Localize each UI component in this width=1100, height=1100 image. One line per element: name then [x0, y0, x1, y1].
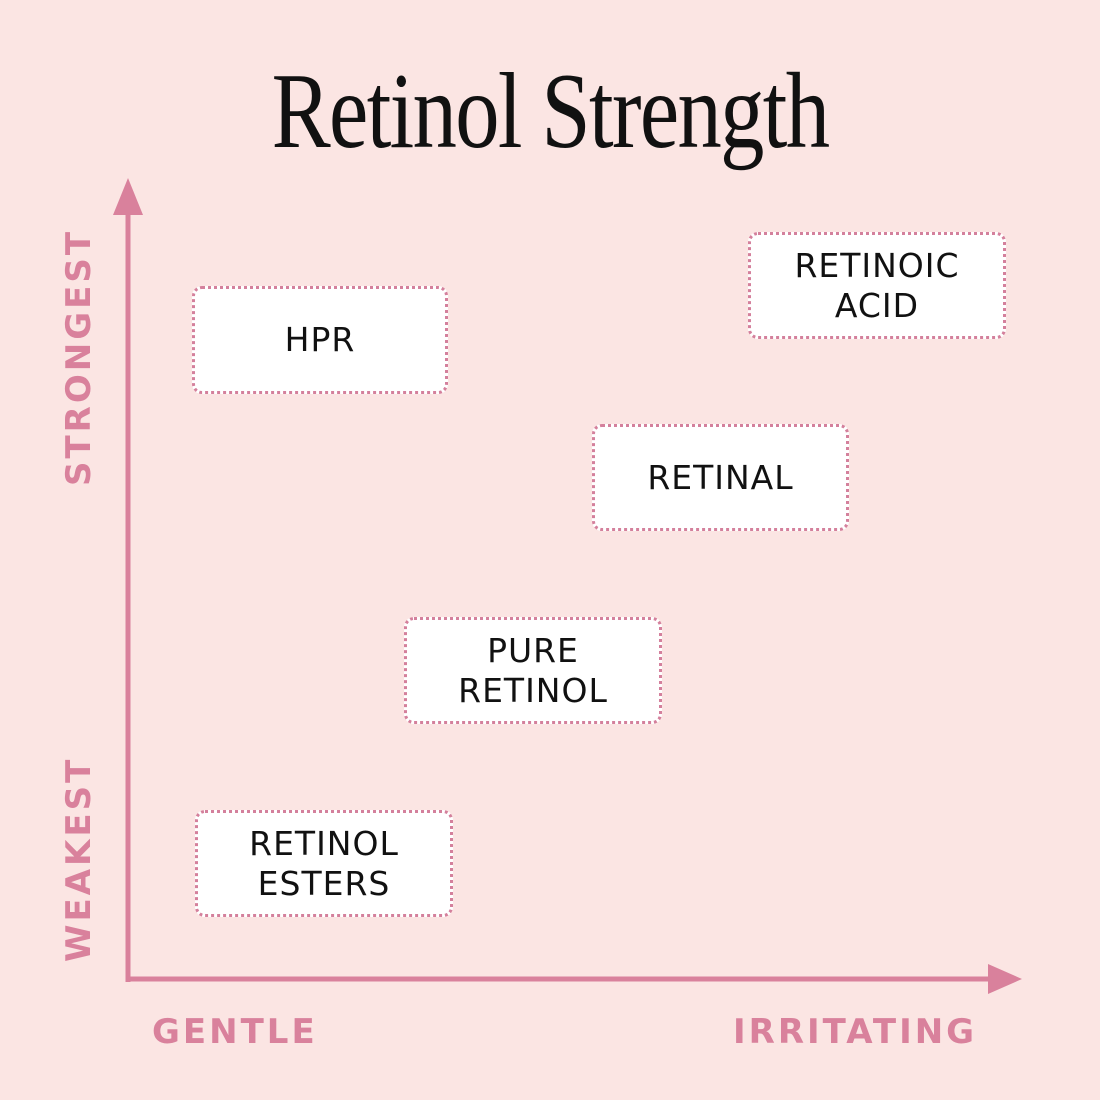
y-axis-bottom-label: WEAKEST: [59, 756, 99, 962]
y-axis-top-label: STRONGEST: [59, 228, 99, 486]
item-pure-retinol: PURE RETINOL: [404, 617, 662, 724]
x-axis-left-label: GENTLE: [152, 1012, 318, 1052]
y-axis-arrow: [113, 178, 143, 982]
x-axis-arrow: [126, 964, 1022, 994]
item-retinol-esters: RETINOL ESTERS: [195, 810, 453, 917]
x-axis-right-label: IRRITATING: [733, 1012, 978, 1052]
item-retinoic-acid: RETINOIC ACID: [748, 232, 1006, 339]
item-retinal: RETINAL: [592, 424, 849, 531]
page-title: Retinol Strength: [271, 52, 830, 171]
item-hpr: HPR: [192, 286, 448, 394]
